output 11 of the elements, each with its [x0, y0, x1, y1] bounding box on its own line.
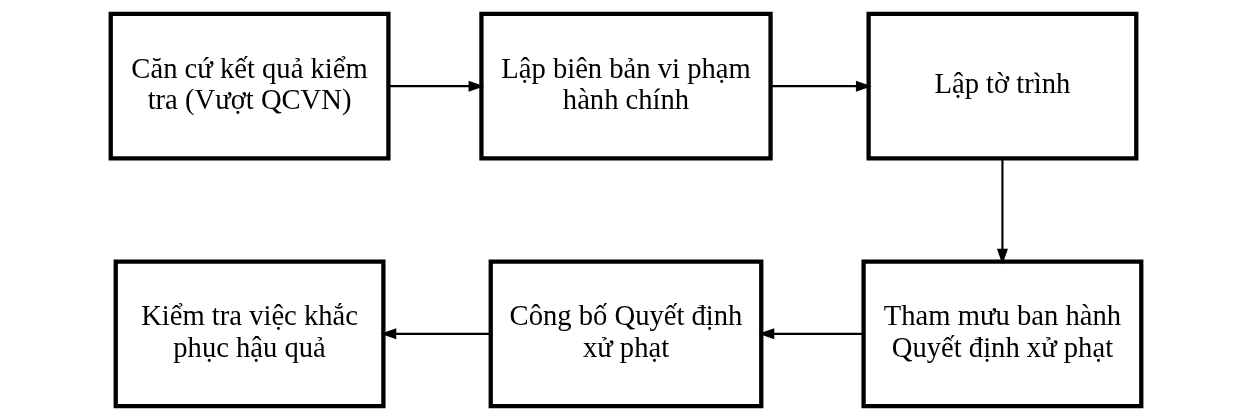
node-box: Tham mưu ban hành Quyết định xử phạt	[861, 259, 1144, 409]
node-box: Công bố Quyết định xử phạt	[488, 259, 764, 409]
arrow	[758, 328, 864, 340]
node-box: Lập biên bản vi phạm hành chính	[479, 11, 773, 161]
arrow	[770, 80, 872, 92]
node-box: Lập tờ trình	[866, 11, 1139, 161]
node-box: Căn cứ kết quả kiểm tra (Vượt QCVN)	[108, 11, 391, 161]
arrow	[996, 158, 1008, 265]
arrow	[388, 80, 485, 92]
arrow	[380, 328, 491, 340]
node-box: Kiểm tra việc khắc phục hậu quả	[113, 259, 386, 409]
